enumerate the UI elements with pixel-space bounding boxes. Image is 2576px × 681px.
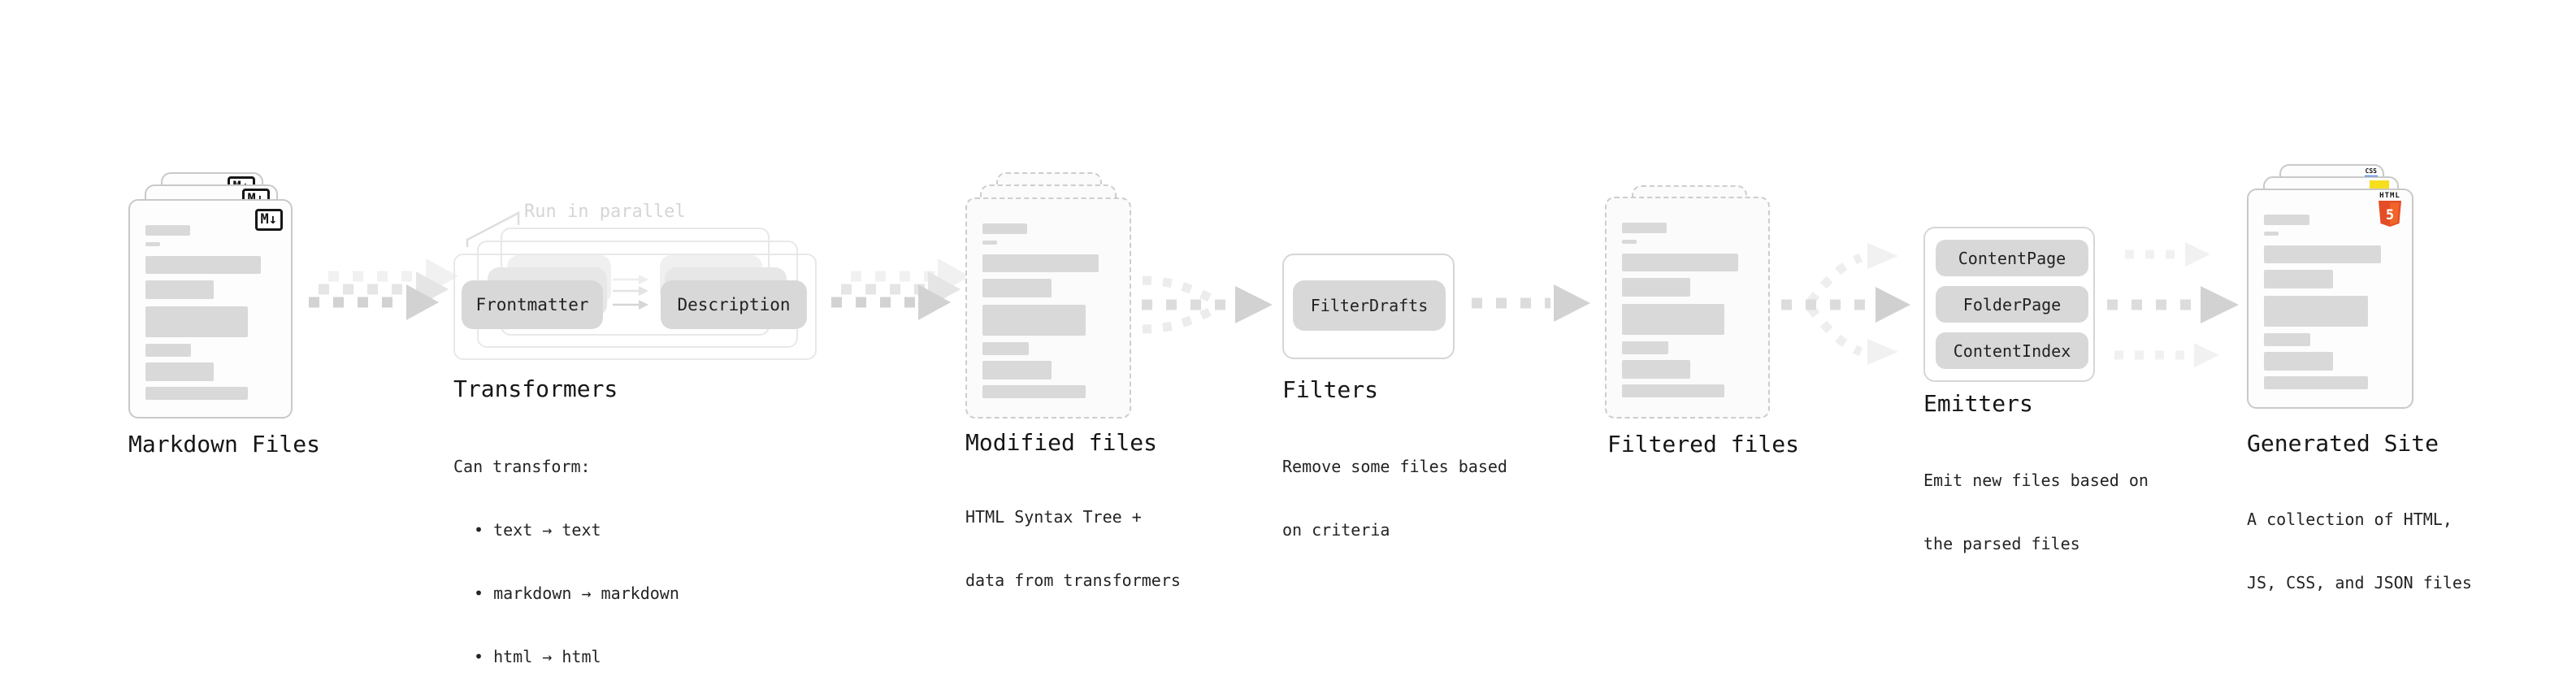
- skeleton-line: [982, 385, 1086, 398]
- skeleton-line: [2264, 352, 2334, 371]
- generated-site-label: Generated Site: [2247, 430, 2439, 457]
- filterdrafts-pill: FilterDrafts: [1293, 280, 1446, 331]
- parallel-arrows-icon: [613, 275, 648, 310]
- transform-bullet: • html → html: [474, 647, 601, 666]
- filtered-file-card-front: [1605, 197, 1770, 419]
- modified-files-description: HTML Syntax Tree + data from transformer…: [965, 464, 1181, 633]
- desc-line: on criteria: [1282, 520, 1390, 540]
- desc-line: HTML Syntax Tree +: [965, 507, 1142, 527]
- skeleton-line: [145, 362, 214, 381]
- skeleton-line: [145, 242, 160, 246]
- emitters-title: Emitters: [1923, 390, 2033, 417]
- filters-description: Remove some files based on criteria: [1282, 414, 1507, 583]
- skeleton-line: [1622, 304, 1725, 335]
- skeleton-line: [982, 342, 1030, 355]
- generated-site-description: A collection of HTML, JS, CSS, and JSON …: [2247, 466, 2472, 635]
- can-transform-line: Can transform:: [453, 457, 591, 476]
- skeleton-line: [2264, 215, 2309, 225]
- markdown-files-label: Markdown Files: [128, 431, 321, 458]
- skeleton-line: [1622, 223, 1667, 233]
- transformers-title: Transformers: [453, 375, 618, 402]
- skeleton-line: [1622, 384, 1725, 397]
- skeleton-line: [982, 241, 997, 245]
- skeleton-line: [982, 361, 1052, 380]
- js-icon: [2370, 180, 2389, 189]
- filtered-files-label: Filtered files: [1607, 431, 1800, 458]
- skeleton-line: [145, 387, 248, 400]
- desc-line: A collection of HTML,: [2247, 510, 2452, 529]
- desc-line: data from transformers: [965, 570, 1181, 590]
- transformers-description: Can transform: • text → text • markdown …: [453, 414, 679, 681]
- html5-icon: HTML 5: [2378, 193, 2402, 228]
- transformer-frame-front: [453, 254, 817, 360]
- filters-title: Filters: [1282, 376, 1379, 403]
- markdown-icon: M↓: [254, 209, 283, 231]
- skeleton-line: [2264, 245, 2382, 263]
- skeleton-line: [982, 305, 1086, 336]
- skeleton-line: [2264, 232, 2279, 236]
- arrow-markdown-to-transformers-icon: [309, 258, 458, 320]
- skeleton-line: [2264, 270, 2334, 288]
- arrow-filters-to-filtered-icon: [1472, 284, 1590, 322]
- arrow-merge-to-filters-icon: [1142, 275, 1273, 334]
- desc-line: Emit new files based on: [1923, 471, 2149, 490]
- html5-label: HTML: [2379, 192, 2400, 200]
- skeleton-line: [1622, 341, 1668, 354]
- skeleton-line: [145, 256, 261, 274]
- skeleton-line: [145, 225, 190, 236]
- frontmatter-pill: Frontmatter: [462, 280, 603, 329]
- transform-bullet: • text → text: [474, 520, 601, 540]
- modified-file-card-front: [965, 197, 1131, 419]
- skeleton-line: [1622, 360, 1691, 379]
- skeleton-line: [982, 279, 1052, 297]
- callout-leader-line-icon: [466, 210, 520, 247]
- desc-line: JS, CSS, and JSON files: [2247, 573, 2472, 592]
- file-content-skeleton: [967, 199, 1130, 398]
- skeleton-line: [145, 344, 192, 357]
- emitters-box: ContentPage FolderPage ContentIndex: [1923, 227, 2095, 382]
- transform-bullet: • markdown → markdown: [474, 583, 679, 603]
- skeleton-line: [2264, 296, 2368, 327]
- svg-text:5: 5: [2386, 207, 2394, 223]
- markdown-file-card-front: M↓: [128, 199, 293, 419]
- skeleton-line: [1622, 278, 1691, 297]
- filters-box: FilterDrafts: [1282, 254, 1455, 359]
- skeleton-line: [1622, 254, 1738, 271]
- skeleton-line: [1622, 240, 1637, 244]
- skeleton-line: [982, 254, 1099, 272]
- contentindex-pill: ContentIndex: [1936, 332, 2088, 369]
- arrow-diverge-to-emitters-icon: [1781, 243, 1910, 365]
- html5-shield-icon: 5: [2379, 201, 2401, 227]
- skeleton-line: [145, 280, 214, 299]
- file-content-skeleton: [1607, 198, 1768, 397]
- skeleton-line: [2264, 376, 2368, 389]
- contentpage-pill: ContentPage: [1936, 240, 2088, 276]
- run-in-parallel-note: Run in parallel: [524, 202, 686, 222]
- modified-files-label: Modified files: [965, 429, 1158, 456]
- skeleton-line: [145, 306, 248, 337]
- desc-line: Remove some files based: [1282, 457, 1507, 476]
- file-content-skeleton: [130, 201, 291, 400]
- skeleton-line: [982, 223, 1028, 234]
- skeleton-line: [2264, 333, 2311, 346]
- emitters-description: Emit new files based on the parsed files: [1923, 427, 2149, 596]
- arrow-emitters-to-generated-icon: [2107, 242, 2239, 367]
- arrow-transformers-to-modified-icon: [831, 258, 970, 320]
- folderpage-pill: FolderPage: [1936, 286, 2088, 323]
- generated-file-card-html: HTML 5: [2247, 189, 2413, 409]
- description-pill: Description: [661, 280, 807, 329]
- file-content-skeleton: [2249, 190, 2412, 389]
- desc-line: the parsed files: [1923, 534, 2080, 553]
